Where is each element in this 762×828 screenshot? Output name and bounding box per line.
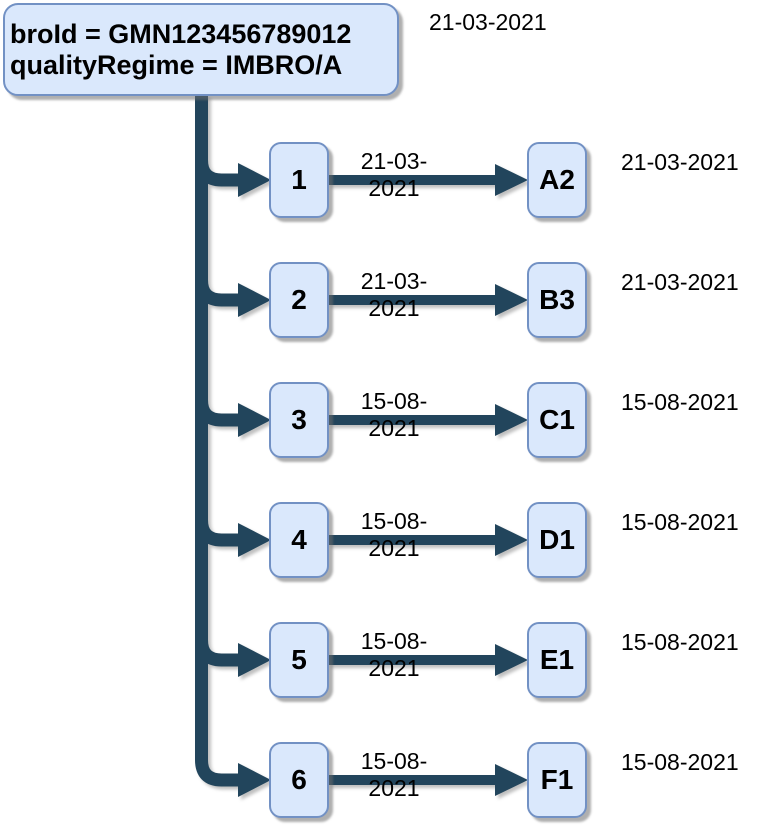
leaf-node-2: B3 bbox=[527, 262, 587, 338]
branch-node-2: 2 bbox=[269, 262, 329, 338]
leaf-date-label: 15-08-2021 bbox=[621, 389, 739, 415]
branch-arrowhead-2 bbox=[238, 283, 271, 317]
branch-node-6: 6 bbox=[269, 742, 329, 818]
branch-connector-5 bbox=[195, 615, 239, 667]
root-node: broId = GMN123456789012 qualityRegime = … bbox=[3, 3, 399, 96]
edge-date-label: 21-03-2021 bbox=[360, 268, 428, 321]
edge-arrowhead-3 bbox=[495, 404, 528, 436]
leaf-date-label: 21-03-2021 bbox=[621, 269, 739, 295]
edge-date-label: 15-08-2021 bbox=[360, 388, 428, 441]
edge-date-label: 15-08-2021 bbox=[360, 748, 428, 801]
edge-date-label: 21-03-2021 bbox=[360, 148, 428, 201]
leaf-date-label: 15-08-2021 bbox=[621, 509, 739, 535]
root-node-line2: qualityRegime = IMBRO/A bbox=[10, 49, 343, 80]
edge-arrowhead-1 bbox=[495, 164, 528, 196]
branch-connector-1 bbox=[195, 135, 239, 187]
branch-arrowhead-3 bbox=[238, 403, 271, 437]
leaf-node-4: D1 bbox=[527, 502, 587, 578]
root-node-line1: broId = GMN123456789012 bbox=[10, 18, 352, 49]
leaf-node-1: A2 bbox=[527, 142, 587, 218]
branch-node-3: 3 bbox=[269, 382, 329, 458]
branch-arrowhead-6 bbox=[238, 763, 271, 797]
branch-connector-2 bbox=[195, 255, 239, 307]
branch-connector-3 bbox=[195, 375, 239, 427]
branch-node-4: 4 bbox=[269, 502, 329, 578]
leaf-date-label: 15-08-2021 bbox=[621, 629, 739, 655]
branch-arrowhead-1 bbox=[238, 163, 271, 197]
branch-node-1: 1 bbox=[269, 142, 329, 218]
root-date-label: 21-03-2021 bbox=[429, 9, 547, 35]
branch-arrowhead-5 bbox=[238, 643, 271, 677]
edge-arrowhead-2 bbox=[495, 284, 528, 316]
branch-arrowhead-4 bbox=[238, 523, 271, 557]
branch-connector-4 bbox=[195, 495, 239, 547]
leaf-node-3: C1 bbox=[527, 382, 587, 458]
edge-arrowhead-4 bbox=[495, 524, 528, 556]
leaf-node-5: E1 bbox=[527, 622, 587, 698]
trunk-connector bbox=[195, 95, 239, 787]
leaf-node-6: F1 bbox=[527, 742, 587, 818]
leaf-date-label: 15-08-2021 bbox=[621, 749, 739, 775]
edge-date-label: 15-08-2021 bbox=[360, 508, 428, 561]
branch-node-5: 5 bbox=[269, 622, 329, 698]
leaf-date-label: 21-03-2021 bbox=[621, 149, 739, 175]
edge-arrowhead-5 bbox=[495, 644, 528, 676]
edge-arrowhead-6 bbox=[495, 764, 528, 796]
edge-date-label: 15-08-2021 bbox=[360, 628, 428, 681]
